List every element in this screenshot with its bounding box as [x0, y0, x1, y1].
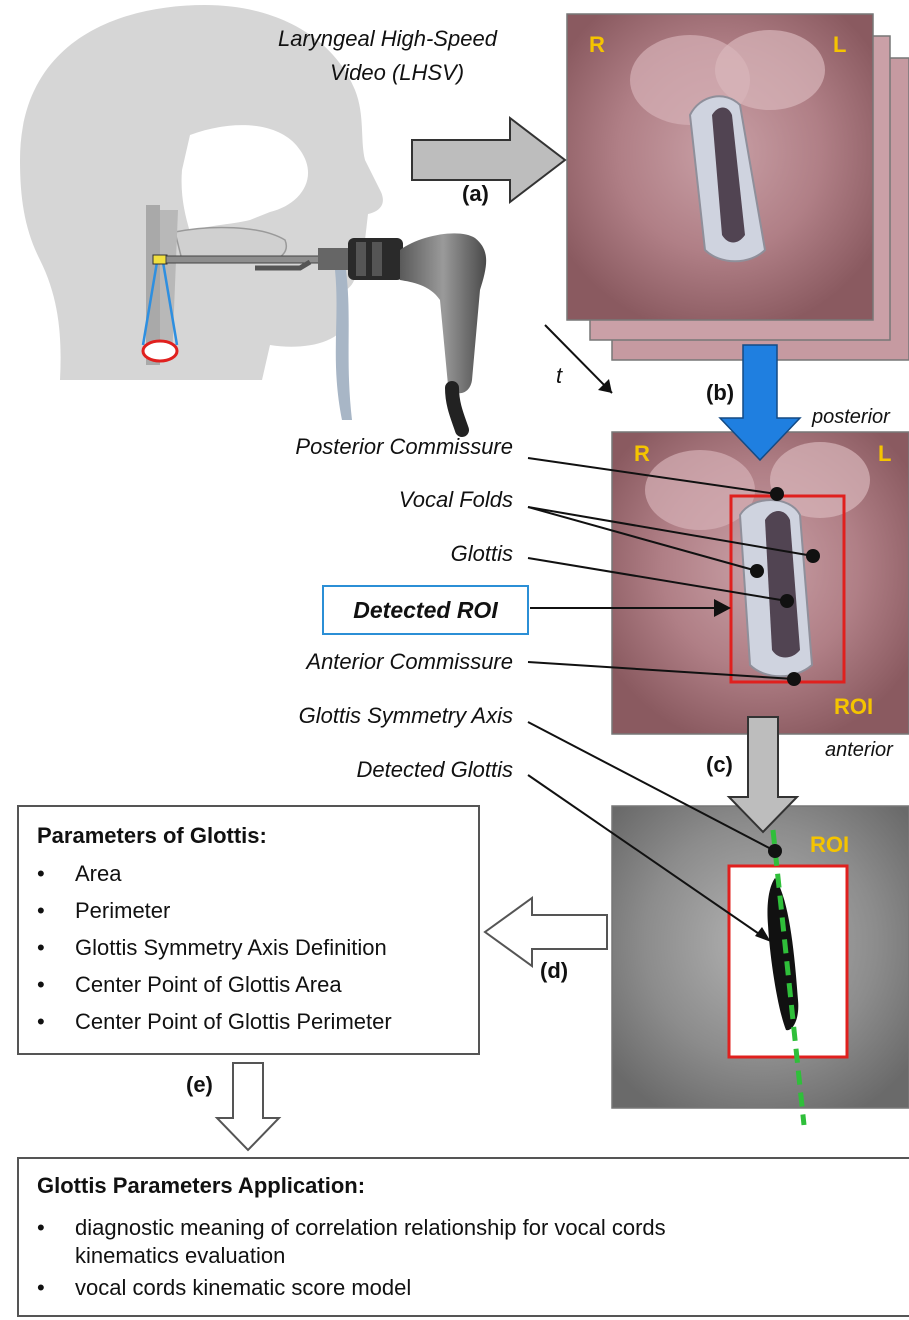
- frame-label-right-top: R: [589, 32, 605, 58]
- application-item-2: vocal cords kinematic score model: [75, 1275, 411, 1301]
- parameter-item-text: Center Point of Glottis Area: [75, 972, 342, 997]
- annotation-detected-glottis: Detected Glottis: [356, 757, 513, 783]
- annotation-posterior-commissure: Posterior Commissure: [295, 434, 513, 460]
- step-label-d: (d): [540, 958, 568, 984]
- annotation-glottis: Glottis: [451, 541, 513, 567]
- step-label-a: (a): [462, 181, 489, 207]
- grayscale-frame: [612, 806, 909, 1125]
- annotation-glottis-symmetry-axis: Glottis Symmetry Axis: [299, 703, 513, 729]
- detected-roi-box: Detected ROI: [322, 585, 529, 635]
- video-title-line2: Video (LHSV): [330, 60, 464, 86]
- parameter-item: • Center Point of Glottis Perimeter: [19, 1003, 392, 1040]
- lhsv-frame-stack: [567, 14, 909, 360]
- roi-label-bottom: ROI: [810, 832, 849, 858]
- parameter-item: • Center Point of Glottis Area: [19, 966, 392, 1003]
- bullet-1: •: [37, 855, 45, 892]
- frame-label-right-mid: R: [634, 441, 650, 467]
- time-label: t: [556, 363, 562, 389]
- video-title-line1: Laryngeal High-Speed: [278, 26, 497, 52]
- parameter-item: • Glottis Symmetry Axis Definition: [19, 929, 392, 966]
- parameter-item-text: Center Point of Glottis Perimeter: [75, 1009, 392, 1034]
- frame-label-left-top: L: [833, 32, 846, 58]
- step-label-c: (c): [706, 752, 733, 778]
- annotation-vocal-folds: Vocal Folds: [399, 487, 513, 513]
- parameter-item: • Perimeter: [19, 892, 392, 929]
- application-title: Glottis Parameters Application:: [37, 1173, 365, 1199]
- detected-roi-label: Detected ROI: [324, 597, 527, 624]
- application-box: Glottis Parameters Application: • diagno…: [17, 1157, 909, 1317]
- bullet-2: •: [37, 892, 45, 929]
- annotation-anterior-commissure: Anterior Commissure: [306, 649, 513, 675]
- step-label-e: (e): [186, 1072, 213, 1098]
- frame-label-left-mid: L: [878, 441, 891, 467]
- head-silhouette-illustration: [20, 5, 383, 380]
- parameters-list: • Area • Perimeter • Glottis Symmetry Axis …: [19, 855, 392, 1040]
- parameters-title: Parameters of Glottis:: [37, 823, 267, 849]
- posterior-label: posterior: [812, 404, 890, 430]
- bullet-3: •: [37, 929, 45, 966]
- application-bullet-1: •: [37, 1215, 45, 1241]
- parameter-item-text: Perimeter: [75, 898, 170, 923]
- parameter-item-text: Area: [75, 861, 121, 886]
- parameter-item: • Area: [19, 855, 392, 892]
- application-bullet-2: •: [37, 1275, 45, 1301]
- parameters-box: Parameters of Glottis: • Area • Perimeter …: [17, 805, 480, 1055]
- parameter-item-text: Glottis Symmetry Axis Definition: [75, 935, 387, 960]
- roi-label-mid: ROI: [834, 694, 873, 720]
- step-label-b: (b): [706, 380, 734, 406]
- bullet-4: •: [37, 966, 45, 1003]
- anterior-label: anterior: [825, 737, 893, 763]
- application-item-1-line-1: diagnostic meaning of correlation relati…: [75, 1215, 666, 1241]
- bullet-5: •: [37, 1003, 45, 1040]
- application-item-1-line-2: kinematics evaluation: [75, 1243, 285, 1269]
